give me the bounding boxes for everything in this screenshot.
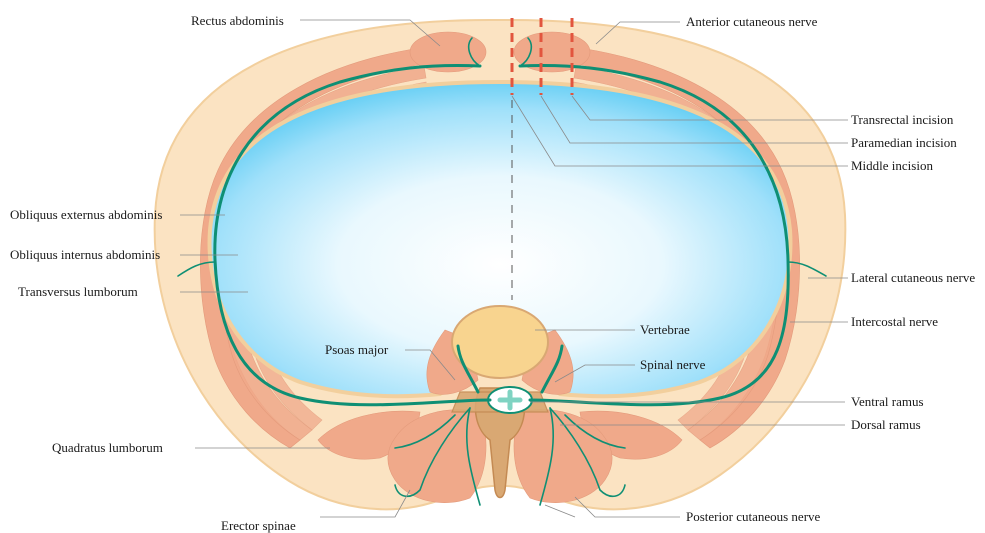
label-spinal-nerve: Spinal nerve xyxy=(640,357,706,372)
label-anterior-cutaneous-nerve: Anterior cutaneous nerve xyxy=(686,14,818,29)
label-intercostal-nerve: Intercostal nerve xyxy=(851,314,938,329)
label-lateral-cutaneous-nerve: Lateral cutaneous nerve xyxy=(851,270,975,285)
label-transversus-lumborum: Transversus lumborum xyxy=(18,284,138,299)
label-rectus-abdominis: Rectus abdominis xyxy=(191,13,284,28)
label-psoas-major: Psoas major xyxy=(325,342,389,357)
label-transrectal-incision: Transrectal incision xyxy=(851,112,954,127)
label-obliquus-externus: Obliquus externus abdominis xyxy=(10,207,162,222)
label-ventral-ramus: Ventral ramus xyxy=(851,394,924,409)
label-middle-incision: Middle incision xyxy=(851,158,933,173)
label-obliquus-internus: Obliquus internus abdominis xyxy=(10,247,160,262)
label-quadratus-lumborum: Quadratus lumborum xyxy=(52,440,163,455)
label-vertebrae: Vertebrae xyxy=(640,322,690,337)
label-dorsal-ramus: Dorsal ramus xyxy=(851,417,921,432)
label-paramedian-incision: Paramedian incision xyxy=(851,135,957,150)
label-erector-spinae: Erector spinae xyxy=(221,518,296,533)
label-posterior-cutaneous-nerve: Posterior cutaneous nerve xyxy=(686,509,821,524)
